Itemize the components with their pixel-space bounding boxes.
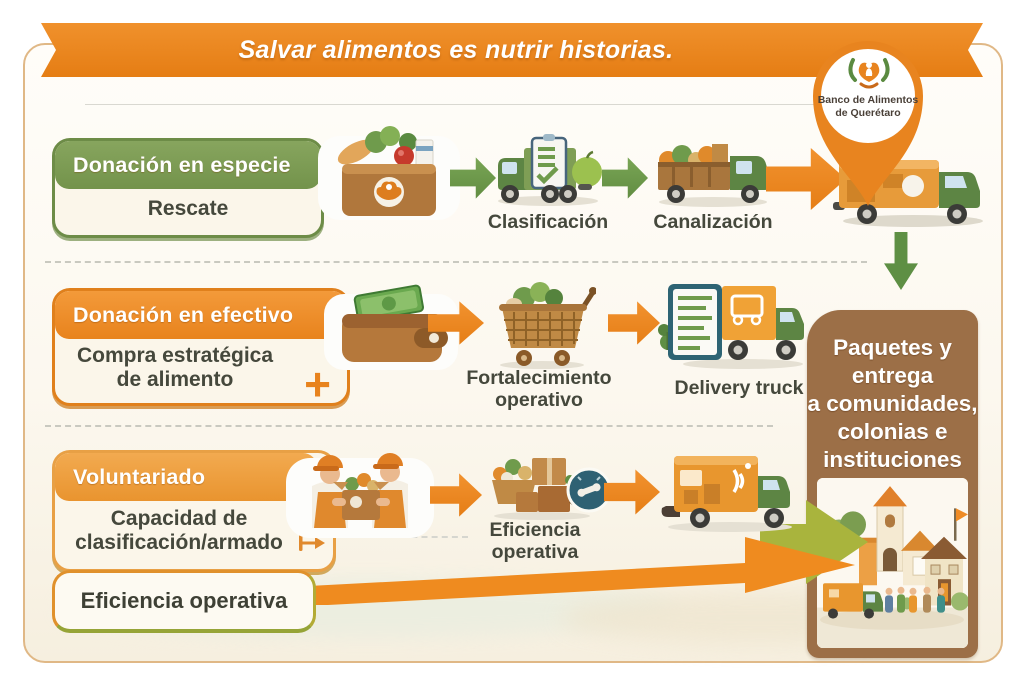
step-label-canalizacion: Canalización <box>653 211 773 233</box>
grocery-cart-icon <box>499 282 596 369</box>
card-especie-header: Donación en especie <box>55 141 321 189</box>
logo-line1: Banco de Alimentos <box>817 94 919 106</box>
location-pin: Banco de Alimentos de Querétaro <box>806 38 930 210</box>
produce-truck-icon <box>658 144 769 207</box>
logo-line2: de Querétaro <box>835 106 901 119</box>
footer-pill-eficiencia: Eficiencia operativa <box>52 570 316 633</box>
food-donation-box-icon <box>318 126 460 220</box>
wallet-with-cash-icon <box>324 284 458 370</box>
long-arrow-right-icon <box>290 537 855 605</box>
step-label-delivery-truck: Delivery truck <box>674 377 804 399</box>
row-divider-1 <box>45 261 867 263</box>
card-especie-subtitle: Rescate <box>147 197 229 221</box>
packing-boxes-gauge-icon <box>492 458 612 520</box>
destination-panel: Paquetes y entrega a comunidades, coloni… <box>807 310 978 658</box>
olive-arrow-right-icon <box>760 500 868 584</box>
card-efectivo-subtitle: Compra estratégica de alimento <box>76 344 274 391</box>
card-donacion-especie: Donación en especie Rescate <box>52 138 324 238</box>
footer-pill-label: Eficiencia operativa <box>80 588 288 613</box>
card-efectivo-header: Donación en efectivo <box>55 291 347 339</box>
volunteer-box-truck-icon <box>661 456 792 532</box>
card-voluntariado-subtitle: Capacidad de clasificación/armado <box>75 507 283 554</box>
divider-under-banner <box>85 104 871 105</box>
volunteers-with-box-icon <box>286 453 434 538</box>
community-village-icon <box>817 478 968 648</box>
clipboard-truck-icon <box>498 134 602 206</box>
flag-arrow-icon <box>299 535 325 551</box>
pin-icon <box>813 40 923 206</box>
row-divider-2 <box>45 425 773 427</box>
step-label-eficiencia: Eficiencia operativa <box>489 519 581 563</box>
step-label-clasificacion: Clasificación <box>487 211 609 233</box>
banner-title: Salvar alimentos es nutrir historias. <box>238 36 674 64</box>
foodbank-logo-icon <box>848 58 890 89</box>
card-voluntariado-header: Voluntariado <box>55 453 317 501</box>
clipboard-delivery-truck-icon <box>658 284 804 369</box>
destination-text: Paquetes y entrega a comunidades, coloni… <box>807 335 978 472</box>
step-label-fortalecimiento: Fortalecimiento operativo <box>466 367 612 411</box>
plus-sign: + <box>304 358 331 406</box>
logo-text: Banco de Alimentos de Querétaro <box>806 94 930 119</box>
card-donacion-efectivo: Donación en efectivo Compra estratégica … <box>52 288 350 406</box>
